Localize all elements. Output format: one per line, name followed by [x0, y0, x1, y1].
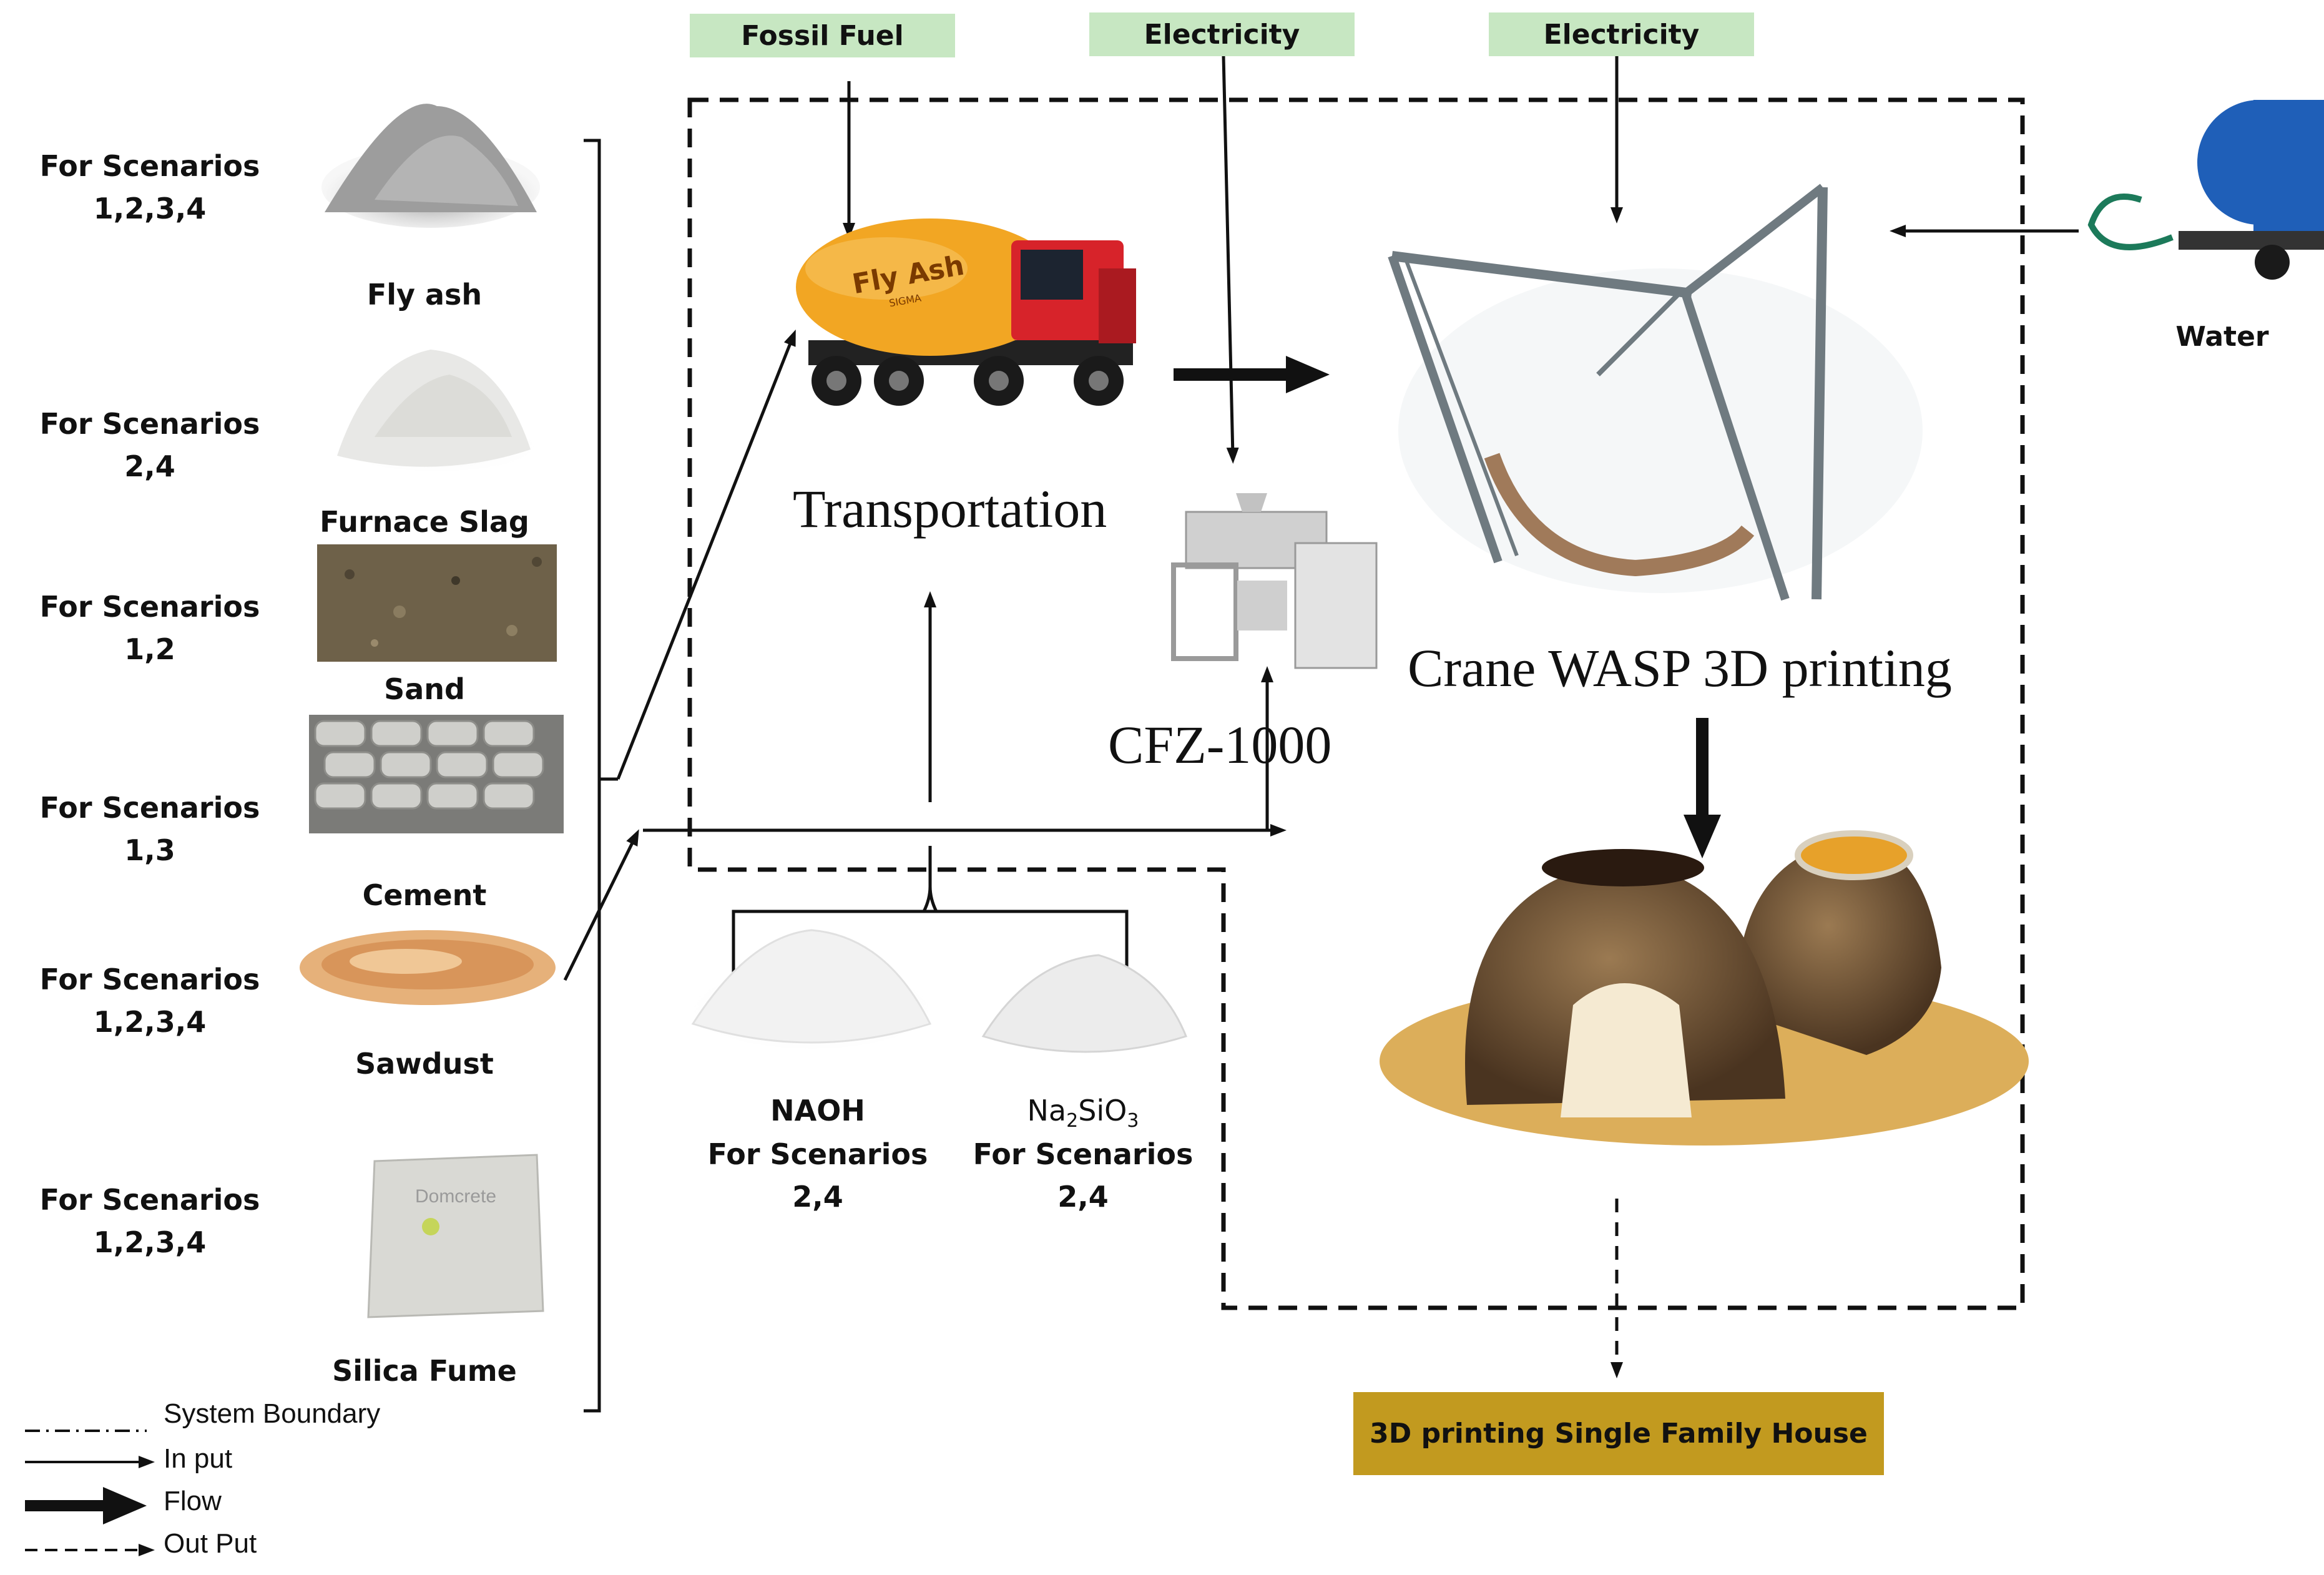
crane-printer-image [1388, 184, 1923, 601]
truck-image [796, 218, 1136, 406]
water-label: Water [2175, 321, 2269, 353]
sand-image [317, 544, 557, 662]
scenario-label-silica-fume: For Scenarios 1,2,3,4 [39, 1183, 260, 1259]
material-name-cement: Cement [362, 878, 487, 912]
fly-ash-image [321, 104, 540, 228]
mixer-label: CFZ-1000 [1108, 715, 1332, 775]
legend-flow-label: Flow [164, 1486, 222, 1516]
sodium-silicate-name: Na2SiO3 [1027, 1094, 1139, 1132]
sawdust-image [300, 930, 556, 1005]
material-name-sand: Sand [384, 672, 465, 706]
legend-boundary-label: System Boundary [164, 1398, 381, 1429]
fossil-fuel-tag: Fossil Fuel [690, 14, 955, 57]
arrow-sawdust [563, 829, 639, 981]
output-label: 3D printing Single Family House [1370, 1418, 1868, 1450]
system-boundary [687, 97, 2025, 1310]
sodium-silicate-image [981, 954, 1187, 1053]
mixer-image [1171, 493, 1378, 669]
material-name-fly-ash: Fly ash [366, 278, 483, 312]
sodium-silicate-scenarios: For Scenarios 2,4 [973, 1137, 1194, 1214]
material-name-silica-fume: Silica Fume [332, 1354, 517, 1388]
scenario-label-fly-ash: For Scenarios 1,2,3,4 [39, 149, 260, 225]
chemicals-bracket [732, 910, 1129, 977]
electricity-label-2: Electricity [1543, 18, 1700, 51]
arrow-to-transport [616, 329, 796, 780]
naoh-image [687, 929, 936, 1049]
material-name-sawdust: Sawdust [355, 1047, 494, 1081]
material-name-furnace-slag: Furnace Slag [320, 505, 529, 539]
materials-bracket [584, 139, 601, 1413]
electricity-label-1: Electricity [1144, 18, 1300, 51]
electricity-tag-1: Electricity [1089, 12, 1355, 56]
furnace-slag-image [334, 350, 540, 471]
naoh-name: NAOH [770, 1094, 865, 1127]
legend-input-label: In put [164, 1443, 233, 1474]
transportation-label: Transportation [793, 479, 1107, 539]
printer-label: Crane WASP 3D printing [1408, 638, 1952, 698]
arrow-electricity-1 [1222, 56, 1239, 464]
electricity-tag-2: Electricity [1489, 12, 1754, 56]
scenario-label-furnace-slag: For Scenarios 2,4 [39, 407, 260, 483]
scenario-label-sawdust: For Scenarios 1,2,3,4 [39, 963, 260, 1039]
printed-house-image [1380, 830, 2029, 1146]
scenario-label-sand: For Scenarios 1,2 [39, 590, 260, 666]
silica-fume-image [367, 1154, 544, 1318]
bag-label: Domcrete [414, 1186, 497, 1207]
fossil-fuel-label: Fossil Fuel [741, 19, 904, 52]
water-truck-image [2087, 100, 2324, 280]
naoh-scenarios: For Scenarios 2,4 [707, 1137, 928, 1214]
scenario-label-cement: For Scenarios 1,3 [39, 791, 260, 867]
output-box: 3D printing Single Family House [1353, 1392, 1884, 1475]
legend-output-label: Out Put [164, 1528, 257, 1559]
cement-image [309, 715, 564, 833]
